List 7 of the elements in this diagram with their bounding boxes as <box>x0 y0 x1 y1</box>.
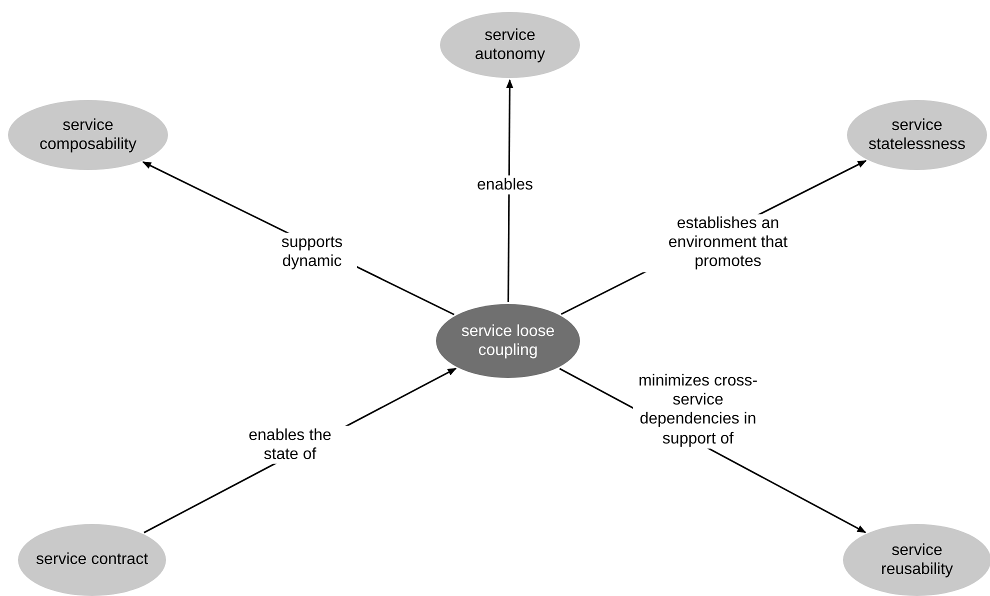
ellipse-node: service loose coupling <box>436 304 580 378</box>
ellipse-node: service contract <box>18 524 166 596</box>
ellipse-node: service composability <box>8 100 168 170</box>
ellipse-node: service autonomy <box>440 12 580 78</box>
ellipse-node: service statelessness <box>847 100 987 170</box>
ellipse-node: service reusability <box>843 524 990 596</box>
arrow <box>506 79 514 302</box>
